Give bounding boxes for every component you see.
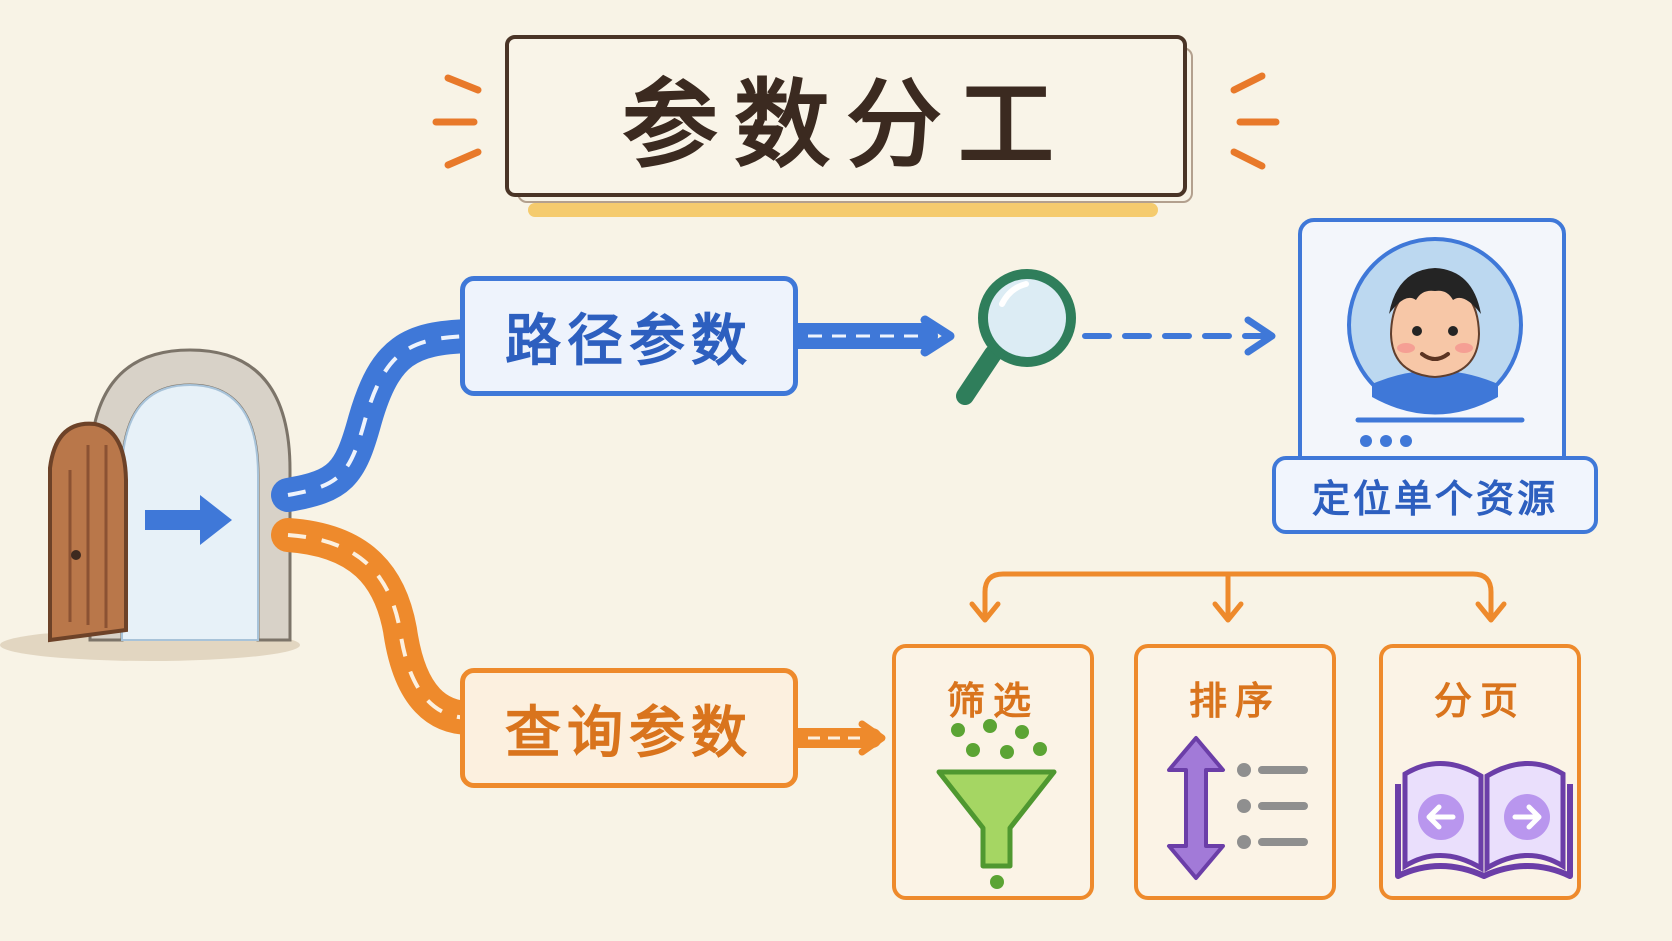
avatar-icon [1347, 237, 1525, 447]
resource-result-label: 定位单个资源 [1272, 456, 1598, 534]
pagination-label: 分页 [1433, 679, 1526, 723]
filter-label: 筛选 [946, 679, 1039, 723]
title-box: 参数分工 [505, 35, 1193, 203]
sort-label: 排序 [1188, 679, 1281, 723]
sort-card: 排序 [1134, 644, 1336, 900]
doorway-icon [0, 348, 300, 661]
pagination-card: 分页 [1379, 644, 1581, 900]
left-spark-icon [432, 74, 482, 169]
query-road [271, 518, 487, 735]
resource-card [1298, 218, 1566, 500]
path-parameters-label: 路径参数 [460, 276, 798, 396]
book-icon [1395, 761, 1573, 879]
filter-card: 筛选 [892, 644, 1094, 900]
sort-icon [1167, 736, 1308, 880]
page-title: 参数分工 [622, 68, 1070, 181]
title-underline [528, 203, 1158, 217]
path-road [271, 319, 487, 512]
funnel-icon [936, 719, 1057, 889]
right-spark-icon [1230, 72, 1280, 170]
query-parameters-label: 查询参数 [460, 668, 798, 788]
search-icon [956, 269, 1076, 405]
branch-connector [969, 571, 1507, 623]
